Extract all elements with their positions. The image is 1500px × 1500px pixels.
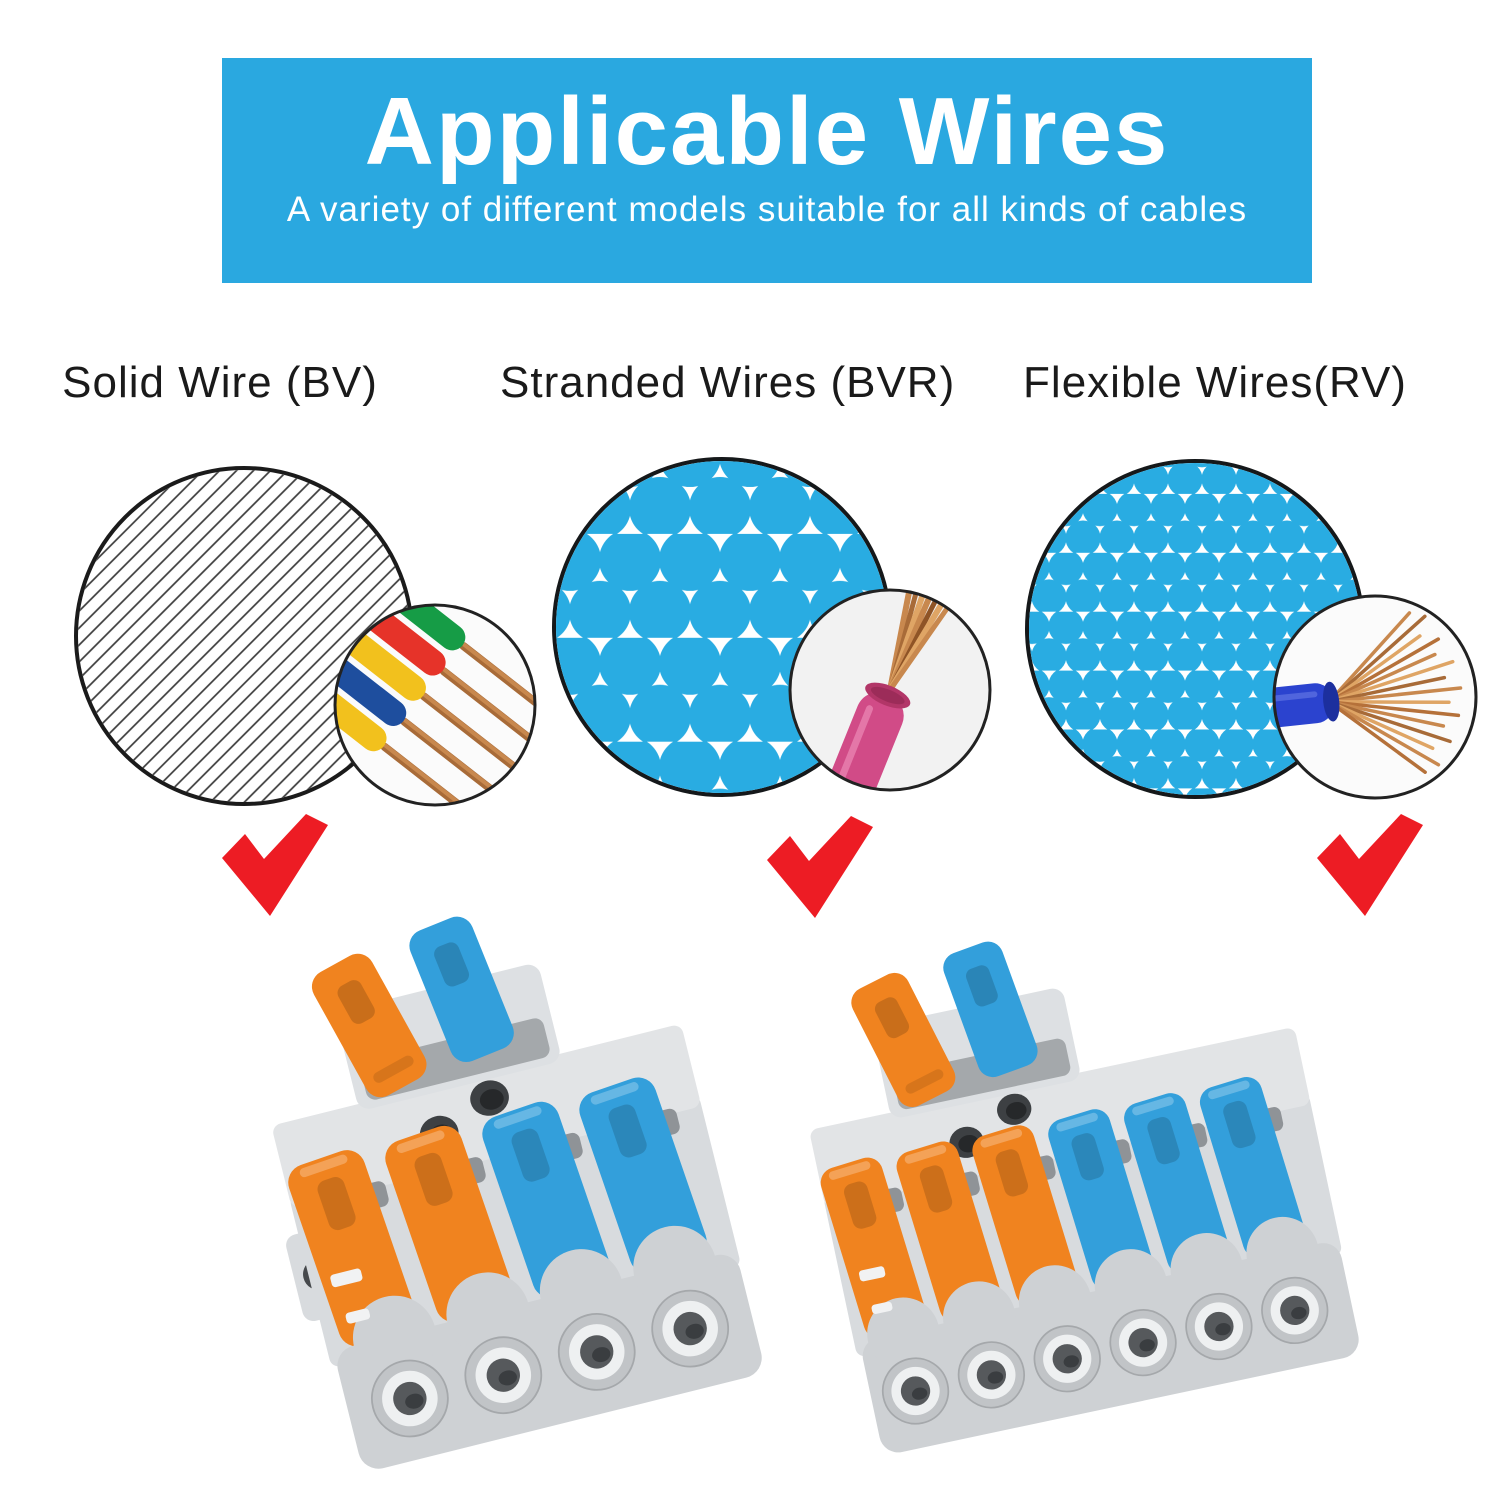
top-wire-holes	[419, 1080, 509, 1152]
wire-type-label-solid: Solid Wire (BV)	[62, 358, 378, 407]
banner-title: Applicable Wires	[364, 78, 1170, 185]
connector-2-in-6-out-photo	[810, 941, 1359, 1453]
stranded-wire-sample	[552, 457, 992, 797]
wire-type-label-flexible: Flexible Wires(RV)	[1023, 358, 1407, 407]
flexible-wire-sample	[1025, 459, 1478, 800]
solid-wire-sample	[74, 466, 537, 807]
solid-copper-wires-photo	[333, 603, 537, 807]
flexible-copper-wire-photo	[1272, 594, 1478, 800]
stranded-copper-wire-photo	[788, 588, 992, 792]
diagonal-hatch-pattern	[74, 466, 414, 806]
wire-type-label-stranded: Stranded Wires (BVR)	[500, 358, 956, 407]
red-checkmark-icon	[222, 814, 328, 916]
input-lever-blue	[409, 916, 514, 1063]
input-lever-orange	[851, 972, 956, 1108]
red-checkmark-icon	[1317, 814, 1423, 916]
wire-entry-ports	[881, 1276, 1329, 1425]
wire-entry-ports	[370, 1289, 730, 1438]
connector-2-in-4-out-photo	[273, 916, 762, 1469]
red-checkmark-icon	[767, 816, 873, 918]
input-lever-blue	[943, 941, 1038, 1078]
banner-subtitle: A variety of different models suitable f…	[286, 190, 1248, 229]
header-banner: Applicable Wires A variety of different …	[222, 58, 1312, 283]
input-lever-orange	[311, 953, 427, 1098]
output-levers	[820, 1076, 1306, 1339]
